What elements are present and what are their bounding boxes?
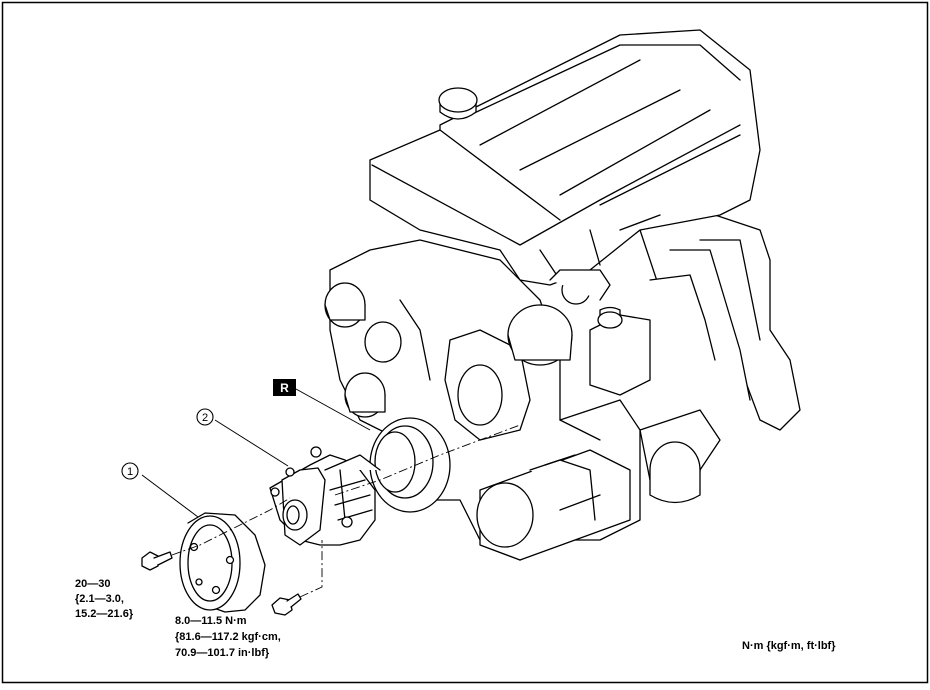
oil-filter — [476, 449, 631, 561]
callout-part-2: 2 — [196, 408, 214, 426]
callout-part-1: 1 — [121, 462, 139, 480]
pulley-bolt — [141, 551, 173, 571]
torque-pump-line3: 70.9—101.7 in·lbf} — [175, 647, 270, 659]
callout-part-1-text: 1 — [127, 466, 133, 478]
replace-mark-text: R — [280, 381, 289, 395]
pump-bolt — [271, 593, 302, 616]
oil-filler-cap — [438, 87, 478, 120]
torque-pulley-line1: 20—30 — [75, 578, 110, 590]
torque-spec-pulley-bolt: 20—30 {2.1—3.0, 15.2—21.6} — [75, 578, 134, 620]
intake-manifold — [639, 209, 801, 504]
leader-lines — [141, 388, 371, 518]
thermostat-housing — [589, 306, 651, 396]
torque-pulley-line3: 15.2—21.6} — [75, 608, 134, 620]
torque-spec-pump-bolt: 8.0—11.5 N·m {81.6—117.2 kgf·cm, 70.9—10… — [175, 615, 281, 659]
cylinder-head — [369, 29, 761, 286]
assembly-axis-lines — [171, 424, 521, 598]
engine-block — [324, 29, 801, 561]
water-pump — [269, 446, 381, 546]
unit-legend: N·m {kgf·m, ft·lbf} — [742, 640, 836, 652]
torque-pulley-line2: {2.1—3.0, — [75, 593, 124, 605]
torque-pump-line2: {81.6—117.2 kgf·cm, — [175, 631, 281, 643]
water-pump-pulley — [179, 512, 266, 613]
callout-part-2-text: 2 — [202, 412, 208, 424]
o-ring-gasket — [369, 417, 451, 513]
front-bosses — [324, 269, 611, 418]
replace-mark-badge: R — [273, 379, 296, 396]
torque-pump-line1: 8.0—11.5 N·m — [175, 615, 247, 627]
